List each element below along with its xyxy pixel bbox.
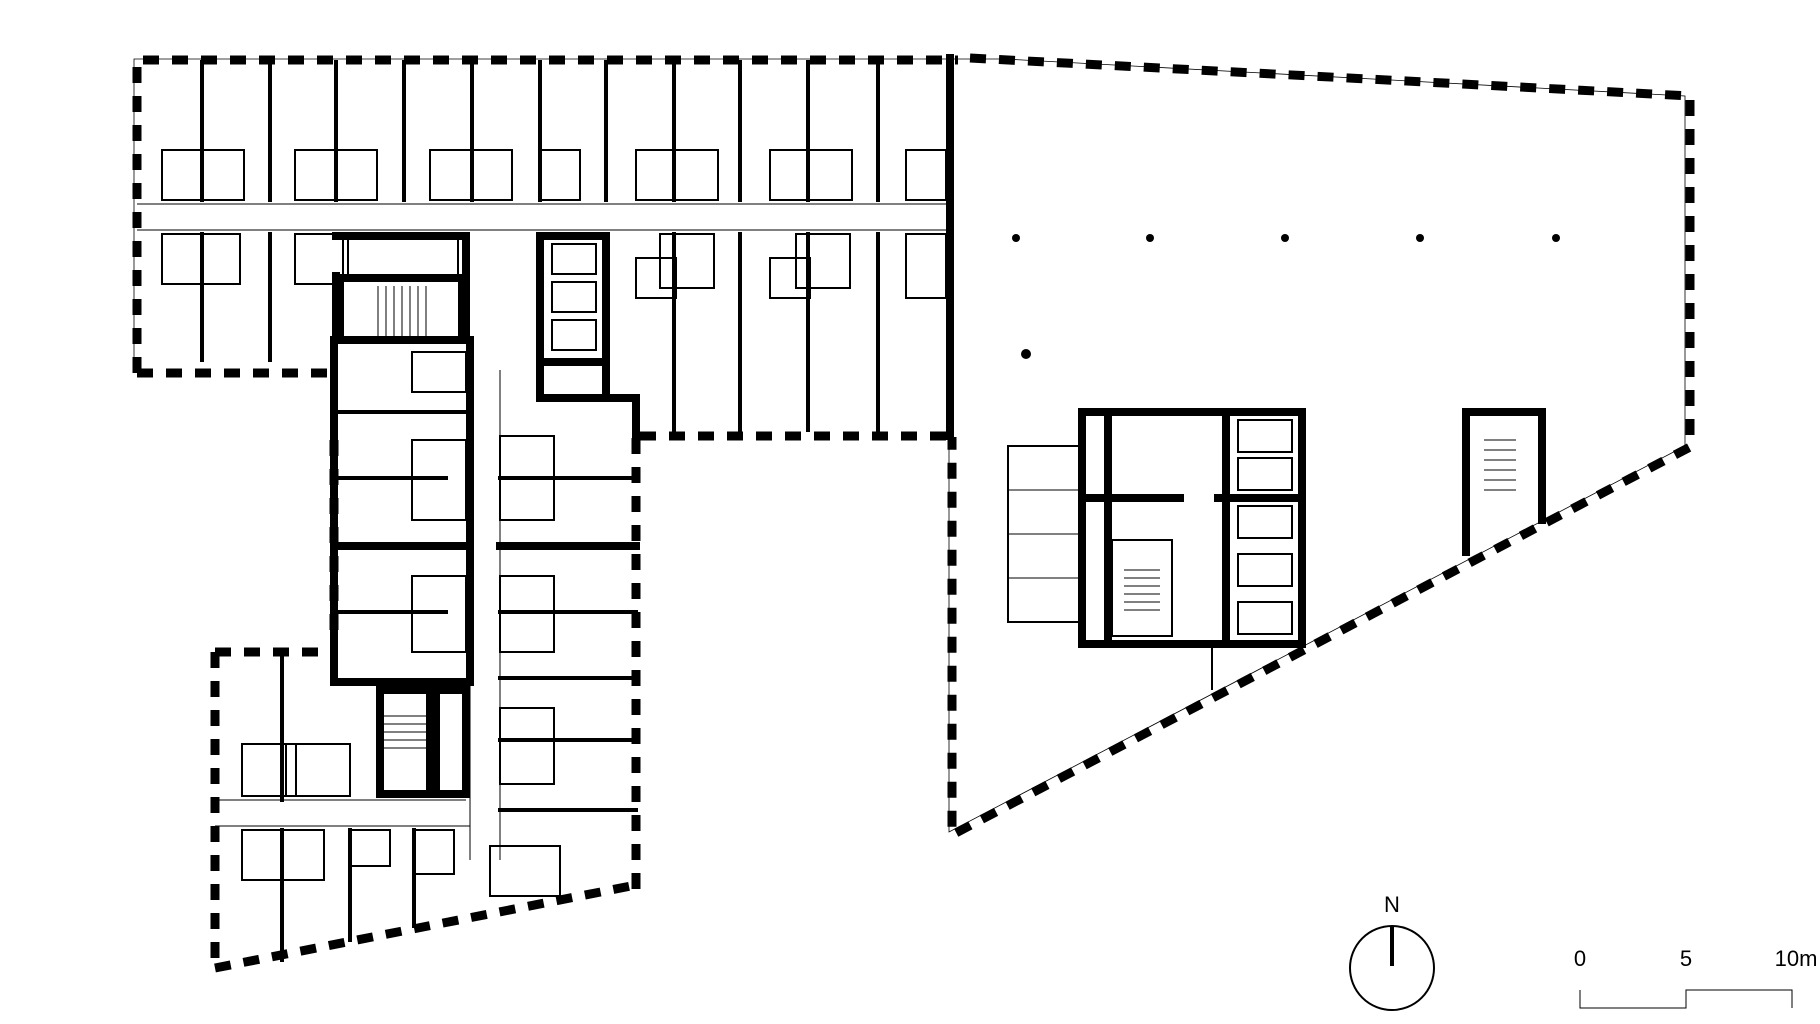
building-facade bbox=[132, 53, 1695, 973]
east-stair bbox=[1462, 408, 1546, 556]
south-west-wing-rooms bbox=[215, 656, 561, 962]
columns bbox=[1012, 234, 1560, 359]
central-wing-rooms bbox=[330, 336, 640, 860]
scale-tick-0: 0 bbox=[1574, 946, 1586, 971]
north-wing-rooms bbox=[137, 54, 954, 440]
north-arrow: N bbox=[1349, 892, 1435, 1011]
east-core bbox=[1007, 408, 1306, 690]
scale-tick-5: 5 bbox=[1680, 946, 1692, 971]
north-label: N bbox=[1384, 892, 1400, 917]
scale-bar: 0 5 10m bbox=[1574, 946, 1818, 1009]
scale-tick-10m: 10m bbox=[1775, 946, 1818, 971]
